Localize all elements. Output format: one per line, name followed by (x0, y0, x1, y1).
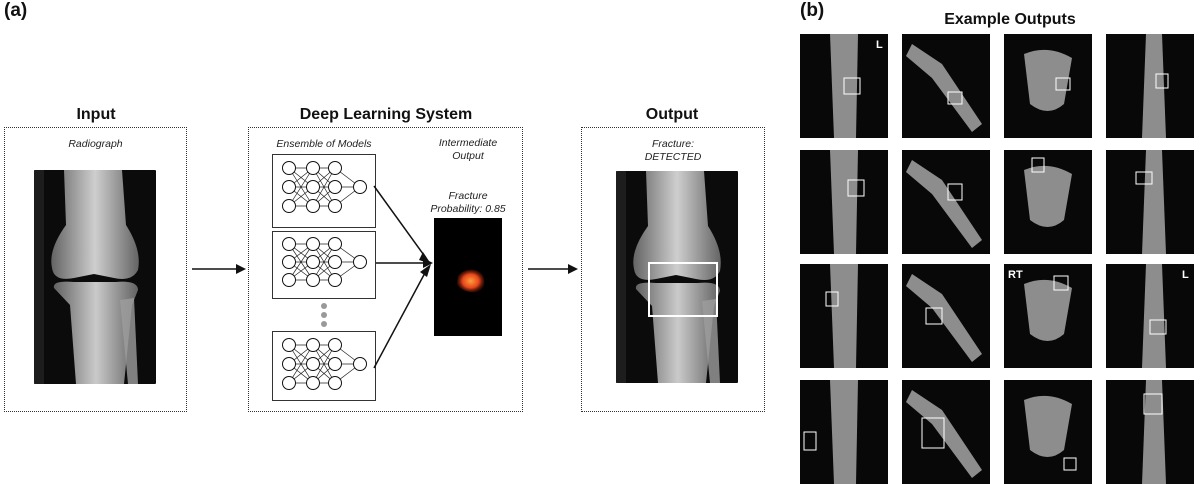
arrow-system-to-output (528, 264, 578, 274)
system-heading: Deep Learning System (299, 106, 473, 123)
tile-corner-label-11: RT (1008, 269, 1023, 281)
detection-box-4 (1155, 73, 1169, 89)
detection-box-3 (1055, 77, 1071, 91)
example-radiograph-1: L (800, 34, 888, 138)
panel-a-label: (a) (4, 0, 28, 21)
output-box (581, 127, 765, 412)
example-radiograph-15 (1004, 380, 1092, 484)
neural-network-model-n (272, 331, 376, 401)
input-box (4, 127, 187, 412)
probability-line-2: Probability: 0.85 (430, 203, 506, 215)
example-radiograph-3 (1004, 34, 1092, 138)
detection-box-6 (947, 183, 963, 201)
example-radiograph-9 (800, 264, 888, 368)
fracture-bounding-box (648, 262, 718, 317)
output-result-line-1: Fracture: (651, 138, 694, 150)
detection-box-1 (843, 77, 861, 95)
example-radiograph-11: RT (1004, 264, 1092, 368)
detection-box-5 (847, 179, 865, 197)
tile-corner-label-1: L (876, 39, 883, 51)
example-radiograph-4 (1106, 34, 1194, 138)
detection-box-11 (1053, 275, 1069, 291)
ellipsis-dots (321, 303, 327, 327)
example-radiograph-14 (902, 380, 990, 484)
output-radiograph (616, 171, 738, 383)
neural-network-model-2 (272, 231, 376, 299)
detection-box-13 (803, 431, 817, 451)
ensemble-arrows (373, 185, 433, 369)
detection-box-9 (825, 291, 839, 307)
system-box (248, 127, 523, 412)
input-caption: Radiograph (68, 138, 123, 150)
intermediate-caption-line-2: Output (452, 150, 484, 162)
tile-corner-label-12: L (1182, 269, 1189, 281)
example-radiograph-13 (800, 380, 888, 484)
probability-line-1: Fracture (448, 190, 488, 202)
detection-box-12 (1149, 319, 1167, 335)
intermediate-caption-line-1: Intermediate (438, 137, 498, 149)
neural-network-model-1 (272, 154, 376, 228)
ensemble-caption: Ensemble of Models (276, 138, 372, 150)
detection-box-16 (1143, 393, 1163, 415)
example-radiograph-10 (902, 264, 990, 368)
detection-box-2 (947, 91, 963, 105)
example-radiograph-7 (1004, 150, 1092, 254)
input-heading: Input (76, 106, 116, 123)
detection-box-8 (1135, 171, 1153, 185)
panel-b-label: (b) (800, 0, 825, 21)
output-heading: Output (645, 106, 699, 123)
detection-box-15 (1063, 457, 1077, 471)
arrow-input-to-system (192, 264, 246, 274)
example-radiograph-12: L (1106, 264, 1194, 368)
detection-box-10 (925, 307, 943, 325)
detection-box-7 (1031, 157, 1045, 173)
example-radiograph-5 (800, 150, 888, 254)
example-radiograph-6 (902, 150, 990, 254)
example-radiograph-16 (1106, 380, 1194, 484)
example-radiograph-8 (1106, 150, 1194, 254)
heatmap-intermediate-output (434, 218, 502, 336)
output-result-line-2: DETECTED (644, 151, 702, 163)
example-outputs-heading: Example Outputs (944, 11, 1076, 28)
detection-box-14 (921, 417, 945, 449)
input-radiograph (34, 170, 156, 384)
example-outputs-grid: L RT L (798, 32, 1200, 484)
example-radiograph-2 (902, 34, 990, 138)
